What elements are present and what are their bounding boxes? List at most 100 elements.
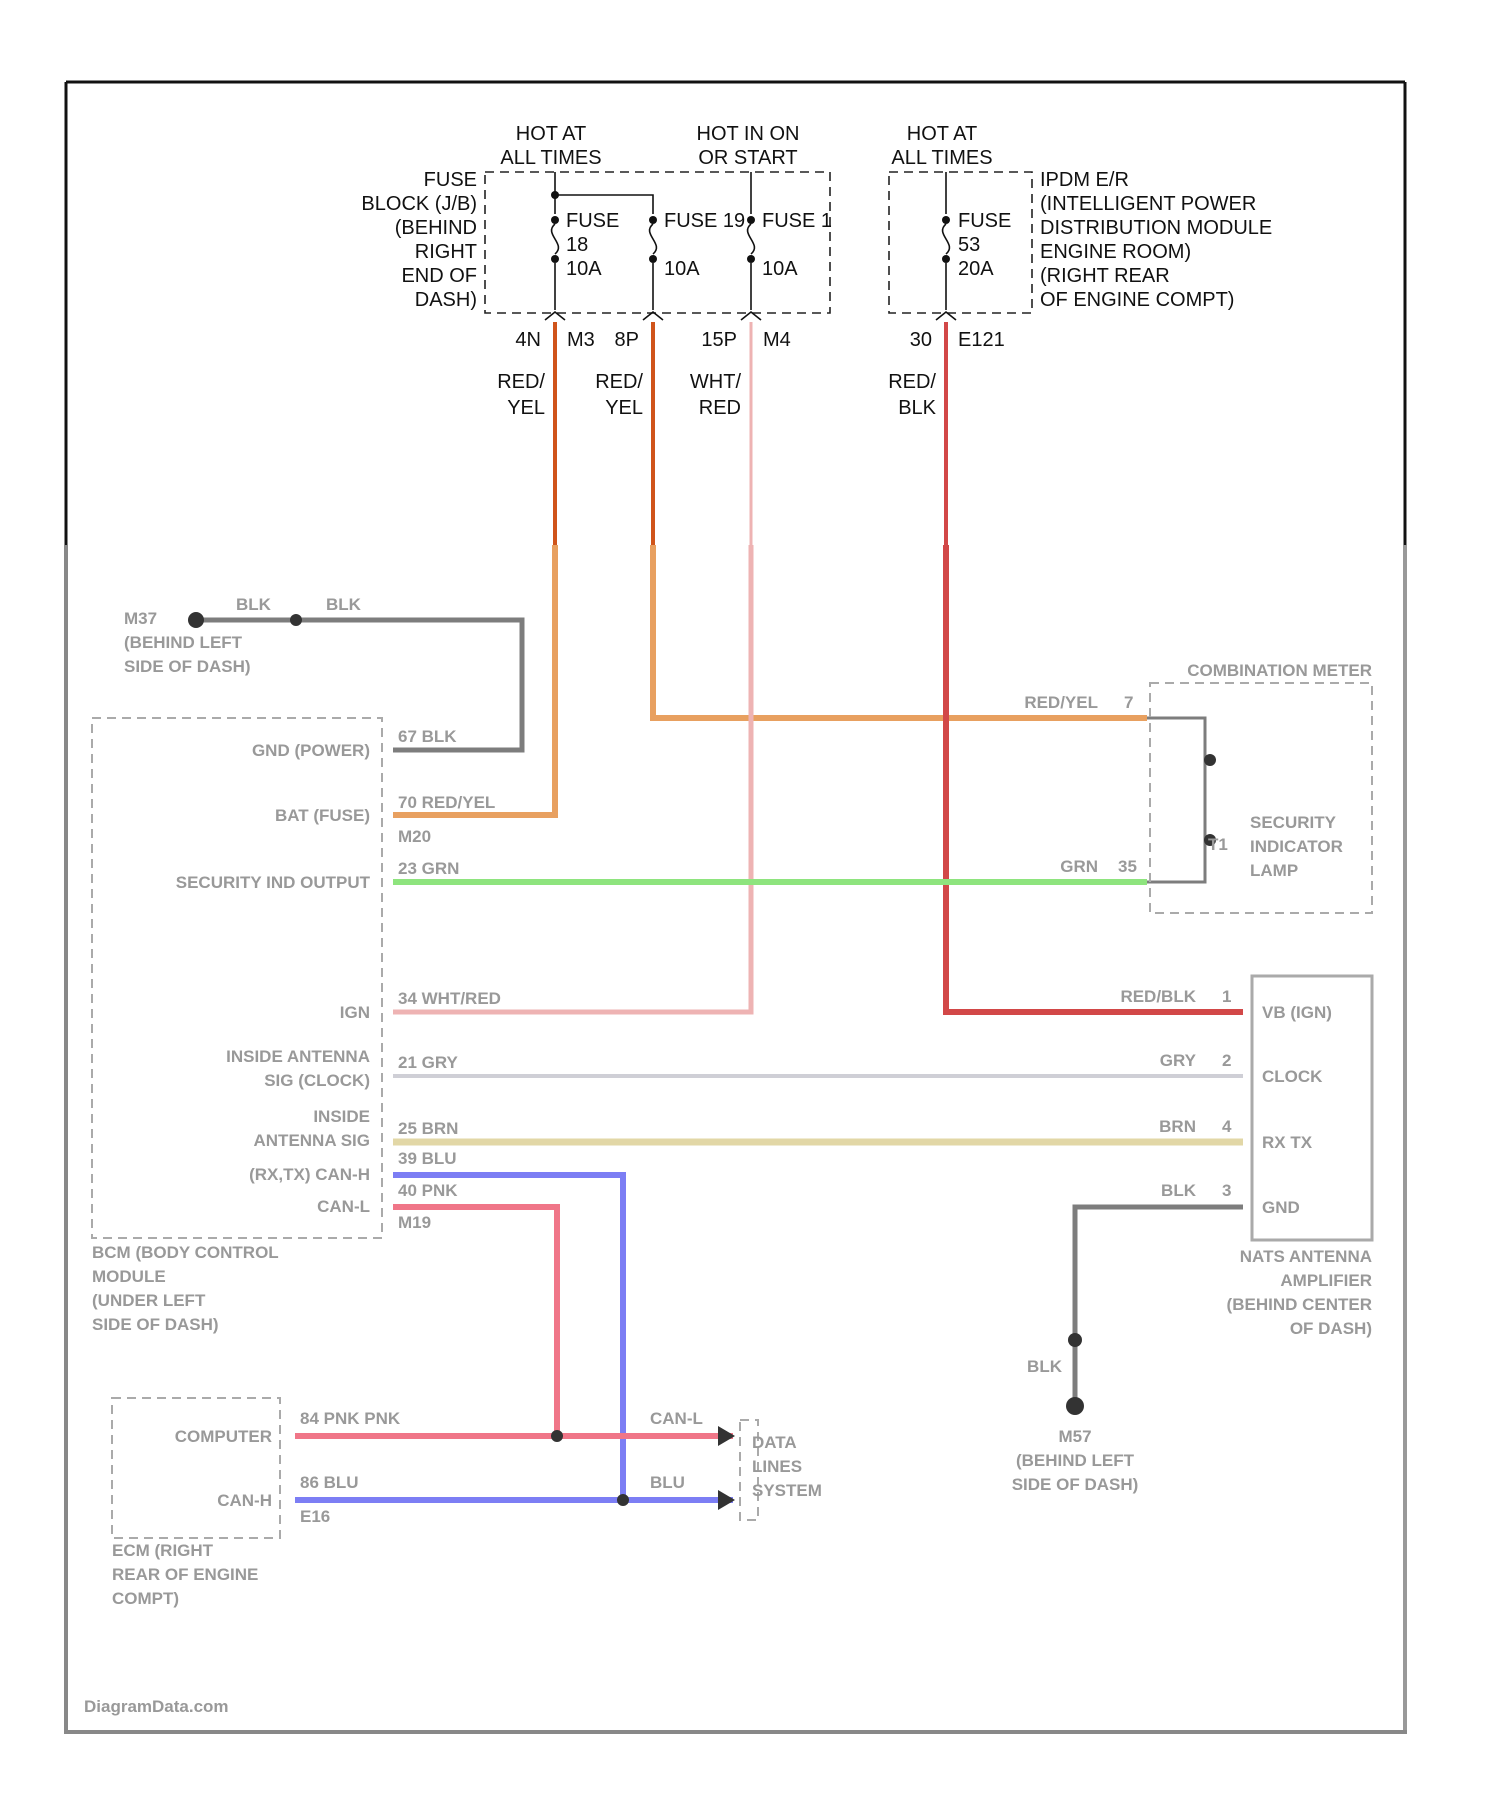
wire-label-red-yel: YEL — [507, 397, 545, 419]
fuse-bus-left — [555, 172, 653, 214]
data-lines-name: SYSTEM — [752, 1481, 822, 1500]
bcm-name: MODULE — [92, 1267, 166, 1286]
bcm-pin-label: BAT (FUSE) — [275, 806, 370, 825]
ground-icon — [1066, 1397, 1084, 1415]
ecm-wire-label: E16 — [300, 1507, 330, 1526]
fuse-19-label: 10A — [664, 258, 700, 280]
nats-wire-label: 3 — [1222, 1181, 1231, 1200]
nats-wire-label: GRY — [1160, 1051, 1197, 1070]
bcm-name: BCM (BODY CONTROL — [92, 1243, 279, 1262]
nats-wire-label: 2 — [1222, 1051, 1231, 1070]
gnd-wire-label: BLK — [326, 595, 362, 614]
lamp-label: SECURITY — [1250, 813, 1337, 832]
ground2-name: (BEHIND LEFT — [1016, 1451, 1135, 1470]
meter-pin-label: 7 — [1124, 693, 1133, 712]
splice-dot — [617, 1494, 629, 1506]
fuse-block-label-line: RIGHT — [415, 241, 477, 263]
meter-pin-label: 35 — [1118, 857, 1137, 876]
pin-8p: 8P — [615, 329, 639, 351]
bcm-pin-label: ANTENNA SIG — [254, 1131, 371, 1150]
fuse-block-label-line: DASH) — [415, 289, 477, 311]
fuse-block-box — [485, 172, 830, 313]
fuse-block-label: FUSE BLOCK (J/B) (BEHIND RIGHT END OF DA… — [361, 169, 477, 311]
ground-name: SIDE OF DASH) — [124, 657, 251, 676]
bcm-pin-label: CAN-L — [317, 1197, 370, 1216]
meter-pin-label: T1 — [1208, 835, 1228, 854]
ipdm-label-line: DISTRIBUTION MODULE — [1040, 217, 1272, 239]
fuse-53-label: 53 — [958, 234, 980, 256]
blurred-region: BLK BLK M37 (BEHIND LEFT SIDE OF DASH) G… — [64, 545, 1407, 1732]
wire-wht-red — [393, 545, 751, 1012]
data-lines-name: DATA — [752, 1433, 797, 1452]
fuse-terminal — [649, 216, 657, 224]
wire-red-yel — [393, 545, 555, 815]
supply-label-right-2: ALL TIMES — [891, 147, 992, 169]
fuse-terminal — [942, 216, 950, 224]
splice-dot — [551, 191, 559, 199]
meter-wire-label: RED/YEL — [1024, 693, 1098, 712]
ipdm-label-line: IPDM E/R — [1040, 169, 1129, 191]
splice-dot — [290, 614, 302, 626]
lamp-label: LAMP — [1250, 861, 1298, 880]
lamp-label: INDICATOR — [1250, 837, 1343, 856]
splice-dot — [1068, 1333, 1082, 1347]
fuse-element — [943, 224, 950, 254]
nats-name: NATS ANTENNA — [1240, 1247, 1372, 1266]
clear-region: HOT AT ALL TIMES HOT IN ON OR START HOT … — [66, 82, 1405, 545]
meter-wire-label: GRN — [1060, 857, 1098, 876]
fuse-element — [650, 224, 657, 254]
ecm-pin-label: COMPUTER — [175, 1427, 272, 1446]
wire-label-red-blk: BLK — [898, 397, 936, 419]
ground-name: M37 — [124, 609, 157, 628]
bcm-wire-label: 40 PNK — [398, 1181, 458, 1200]
fuse-53-symbol — [942, 216, 950, 310]
fuse-1-label: FUSE 1 — [762, 210, 832, 232]
nats-pin-label: GND — [1262, 1198, 1300, 1217]
data-line-label: BLU — [650, 1473, 685, 1492]
meter-title: COMBINATION METER — [1187, 661, 1372, 680]
nats-name: (BEHIND CENTER — [1227, 1295, 1372, 1314]
ecm-name: ECM (RIGHT — [112, 1541, 214, 1560]
wire-blk — [1147, 718, 1205, 882]
ecm-name: REAR OF ENGINE — [112, 1565, 258, 1584]
splice-dot — [1204, 754, 1216, 766]
pin-30: 30 — [910, 329, 932, 351]
wire-label-red-yel: RED/ — [595, 371, 643, 393]
ipdm-label-line: ENGINE ROOM) — [1040, 241, 1191, 263]
bcm-pin-label: SIG (CLOCK) — [264, 1071, 370, 1090]
fuse-18-label: FUSE — [566, 210, 619, 232]
fuse-terminal — [551, 255, 559, 263]
ecm-name: COMPT) — [112, 1589, 179, 1608]
arrow-icon — [718, 1490, 735, 1510]
fuse-block-label-line: (BEHIND — [395, 217, 477, 239]
ipdm-label-line: (RIGHT REAR — [1040, 265, 1170, 287]
bcm-wire-label: 70 RED/YEL — [398, 793, 495, 812]
fuse-18-label: 10A — [566, 258, 602, 280]
nats-pin-label: VB (IGN) — [1262, 1003, 1332, 1022]
supply-label-left-1: HOT AT — [516, 123, 586, 145]
wire-blk — [193, 620, 522, 750]
fuse-terminal — [747, 255, 755, 263]
bcm-wire-label: 21 GRY — [398, 1053, 459, 1072]
ecm-box — [112, 1398, 280, 1538]
bcm-wire-label: 39 BLU — [398, 1149, 457, 1168]
arrow-icon — [718, 1426, 735, 1446]
data-lines-name: LINES — [752, 1457, 802, 1476]
pin-4n: 4N — [515, 329, 541, 351]
splice-dot — [551, 1430, 563, 1442]
bcm-pin-label: (RX,TX) CAN-H — [249, 1165, 370, 1184]
supply-label-right-1: HOT AT — [907, 123, 977, 145]
bcm-pin-label: GND (POWER) — [252, 741, 370, 760]
ground2-name: SIDE OF DASH) — [1012, 1475, 1139, 1494]
fuse-18-symbol — [551, 216, 559, 310]
connector-e121: E121 — [958, 329, 1005, 351]
bcm-wire-label: 67 BLK — [398, 727, 457, 746]
ecm-wire-label: 84 PNK PNK — [300, 1409, 401, 1428]
ecm-pin-label: CAN-H — [217, 1491, 272, 1510]
bcm-name: SIDE OF DASH) — [92, 1315, 219, 1334]
ground2-wire-label: BLK — [1027, 1357, 1063, 1376]
bcm-box — [92, 718, 382, 1238]
fuse-1-label: 10A — [762, 258, 798, 280]
fuse-block-label-line: END OF — [401, 265, 477, 287]
